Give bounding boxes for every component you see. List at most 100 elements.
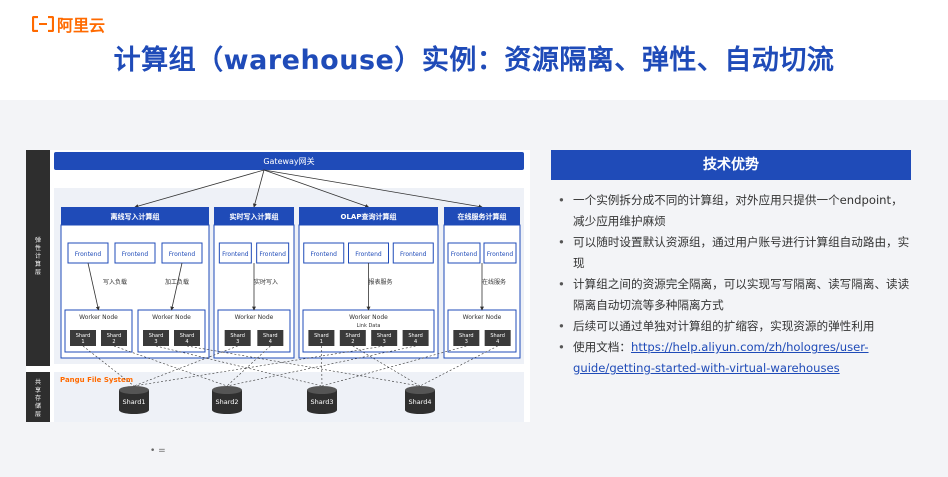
shard-label: Shard xyxy=(459,333,474,339)
group-title: 离线写入计算组 xyxy=(111,212,160,221)
advantage-item: 可以随时设置默认资源组，通过用户账号进行计算组自动路由，实现 xyxy=(558,232,911,274)
storage-link xyxy=(186,345,421,387)
shard-number: 1 xyxy=(320,339,323,345)
storage-link xyxy=(133,345,238,387)
storage-shard-label: Shard1 xyxy=(122,398,145,406)
shard-box xyxy=(224,330,251,346)
group-title: OLAP查询计算组 xyxy=(341,212,397,221)
storage-cylinder-top xyxy=(405,386,435,394)
aliyun-logo-icon xyxy=(32,16,54,32)
frontend-box xyxy=(256,242,290,264)
frontend-label: Frontend xyxy=(451,251,478,258)
shard-label: Shard xyxy=(314,333,329,339)
advantage-item: 计算组之间的资源完全隔离，可以实现写写隔离、读写隔离、读读隔离自动切流等多种隔离… xyxy=(558,274,911,316)
gateway-arrow xyxy=(263,169,370,208)
advantage-item: 后续可以通过单独对计算组的扩缩容，实现资源的弹性利用 xyxy=(558,316,911,337)
shard-box xyxy=(308,330,335,346)
frontend-label: Frontend xyxy=(169,251,196,258)
aliyun-logo: 阿里云 xyxy=(32,12,105,36)
storage-shard-label: Shard2 xyxy=(215,398,238,406)
storage-layer-bar xyxy=(26,372,50,422)
shard-number: 3 xyxy=(236,339,239,345)
storage-cylinder-bottom xyxy=(307,406,337,414)
shard-number: 3 xyxy=(154,339,157,345)
shard-box xyxy=(257,330,284,346)
storage-layer-label: 共 xyxy=(35,378,41,386)
advantage-item: 一个实例拆分成不同的计算组，对外应用只提供一个endpoint，减少应用维护麻烦 xyxy=(558,190,911,232)
worker-node-label: Worker Node xyxy=(152,314,191,321)
panel-heading: 技术优势 xyxy=(551,150,911,180)
shard-label: Shard xyxy=(180,333,195,339)
frontend-label: Frontend xyxy=(400,251,427,258)
flow-label: 加工负载 xyxy=(165,278,189,286)
frontend-label: Frontend xyxy=(311,251,338,258)
frontend-box xyxy=(114,242,156,264)
gateway-arrow xyxy=(252,169,265,208)
frontend-box xyxy=(483,242,517,264)
shard-number: 4 xyxy=(269,339,272,345)
worker-node-label: Worker Node xyxy=(235,314,274,321)
doc-prefix: 使用文档： xyxy=(573,340,631,354)
gateway-bar xyxy=(54,152,524,170)
storage-layer-label: 层 xyxy=(35,411,41,418)
storage-cylinder-top xyxy=(119,386,149,394)
storage-link xyxy=(226,345,271,387)
shard-label: Shard xyxy=(230,333,245,339)
storage-link xyxy=(82,345,135,387)
storage-cylinder-body xyxy=(119,390,149,410)
frontend-label: Frontend xyxy=(355,251,382,258)
storage-cylinder-bottom xyxy=(405,406,435,414)
advantages-panel: 技术优势 一个实例拆分成不同的计算组，对外应用只提供一个endpoint，减少应… xyxy=(551,150,911,379)
storage-shard-label: Shard3 xyxy=(310,398,333,406)
storage-link xyxy=(419,345,498,387)
worker-node-label: Worker Node xyxy=(79,314,118,321)
page-title: 计算组（warehouse）实例：资源隔离、弹性、自动切流 xyxy=(113,45,835,76)
storage-system-label: Pangu File System xyxy=(60,376,133,384)
shard-number: 3 xyxy=(383,339,386,345)
storage-link xyxy=(352,345,421,387)
flow-label: 实时写入 xyxy=(254,278,278,286)
shard-number: 2 xyxy=(351,339,354,345)
shard-number: 4 xyxy=(414,339,417,345)
flow-arrow xyxy=(87,262,100,311)
frontend-label: Frontend xyxy=(487,251,514,258)
frontend-label: Frontend xyxy=(222,251,249,258)
shard-number: 3 xyxy=(465,339,468,345)
group-header xyxy=(444,207,520,225)
gateway-arrow xyxy=(134,169,265,209)
shard-label: Shard xyxy=(76,333,91,339)
storage-cylinder-top xyxy=(307,386,337,394)
shard-box xyxy=(174,330,200,346)
storage-cylinder-bottom xyxy=(212,406,242,414)
shard-box xyxy=(339,330,366,346)
flow-label: 报表服务 xyxy=(368,278,392,286)
storage-layer-label: 享 xyxy=(35,386,41,394)
shard-box xyxy=(402,330,429,346)
shard-label: Shard xyxy=(490,333,505,339)
storage-cylinder-body xyxy=(405,390,435,410)
shard-box xyxy=(371,330,398,346)
frontend-box xyxy=(392,242,434,264)
compute-layer-label: 弹 xyxy=(35,236,41,244)
doc-item: 使用文档：https://help.aliyun.com/zh/hologres… xyxy=(558,337,911,379)
storage-cylinder-body xyxy=(212,390,242,410)
frontend-box xyxy=(303,242,345,264)
shard-number: 4 xyxy=(185,339,188,345)
gateway-label: Gateway网关 xyxy=(263,156,314,166)
shard-box xyxy=(143,330,169,346)
shard-box xyxy=(484,330,511,346)
shard-label: Shard xyxy=(408,333,423,339)
storage-layer-label: 存 xyxy=(35,394,41,402)
shard-label: Shard xyxy=(377,333,392,339)
frontend-box xyxy=(447,242,481,264)
doc-link[interactable]: https://help.aliyun.com/zh/hologres/user… xyxy=(573,340,869,375)
compute-layer-label: 计 xyxy=(35,252,41,260)
storage-link xyxy=(155,345,323,387)
shard-label: Shard xyxy=(107,333,122,339)
worker-node-label: Worker Node xyxy=(463,314,502,321)
worker-node-label: Worker Node xyxy=(349,314,388,321)
storage-layer-label: 储 xyxy=(35,402,41,410)
storage-link xyxy=(226,345,416,387)
storage-cylinder-body xyxy=(307,390,337,410)
